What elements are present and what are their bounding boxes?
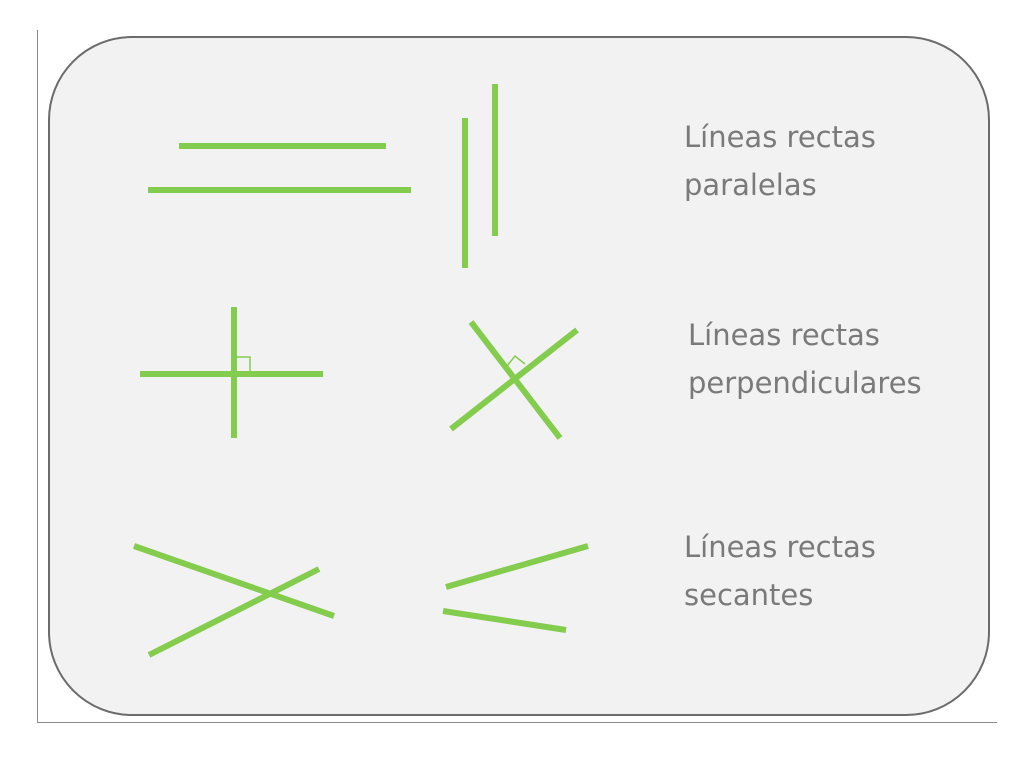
- perpendicular-diagonal-line-b: [449, 327, 579, 432]
- label-parallel-line1: Líneas rectas: [684, 120, 876, 154]
- frame-edge-left: [37, 30, 38, 723]
- label-parallel-lines: Líneas rectas paralelas: [684, 113, 984, 209]
- label-perpendicular-line2: perpendiculares: [688, 366, 922, 400]
- secant-line-a: [133, 543, 335, 619]
- secant-line-c: [445, 543, 589, 590]
- secant-line-b: [147, 566, 321, 658]
- label-secant-lines: Líneas rectas secantes: [684, 523, 984, 619]
- right-angle-marker-straight: [234, 356, 251, 373]
- secant-line-d: [442, 608, 567, 633]
- label-perpendicular-line1: Líneas rectas: [688, 318, 880, 352]
- label-parallel-line2: paralelas: [684, 168, 817, 202]
- label-secant-line2: secantes: [684, 578, 814, 612]
- label-perpendicular-lines: Líneas rectas perpendiculares: [688, 311, 988, 407]
- label-secant-line1: Líneas rectas: [684, 530, 876, 564]
- right-angle-marker-rotated: [506, 354, 526, 367]
- frame-edge-bottom: [37, 722, 997, 723]
